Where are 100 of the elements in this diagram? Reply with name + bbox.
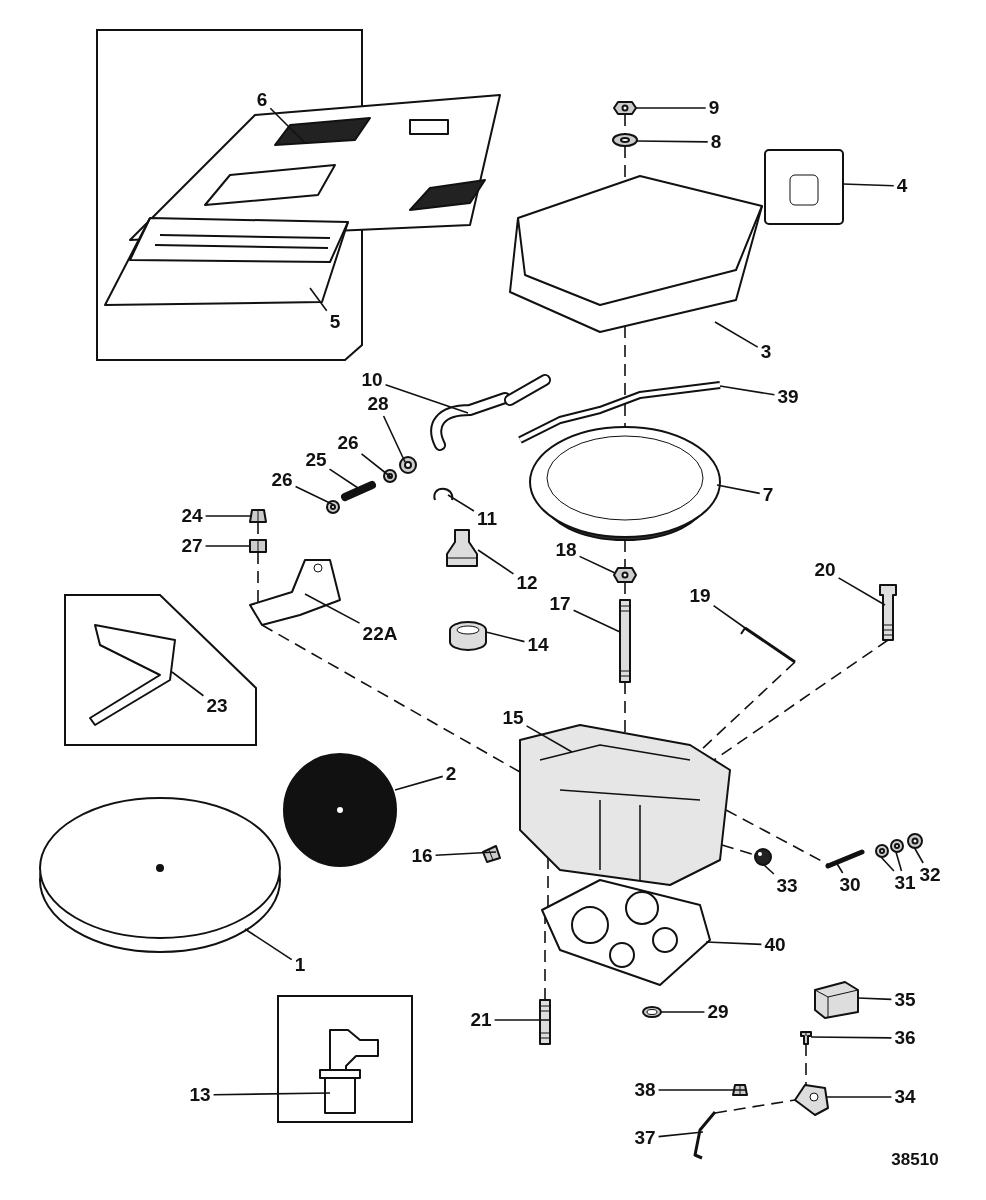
callout-number: 33 xyxy=(775,876,799,896)
callout-number: 35 xyxy=(893,990,917,1010)
nut-drawing xyxy=(249,509,267,523)
callout-number: 34 xyxy=(893,1087,917,1107)
leader-line xyxy=(309,287,328,312)
callout-number: 15 xyxy=(501,708,525,728)
nut-drawing xyxy=(732,1084,748,1096)
leader-line xyxy=(394,775,444,791)
callout-number: 20 xyxy=(813,560,837,580)
alignment-line xyxy=(261,624,521,773)
callout-number: 21 xyxy=(469,1010,493,1030)
leader-line xyxy=(493,1019,551,1021)
bracket-drawing xyxy=(518,381,721,444)
bracket-drawing xyxy=(249,559,341,626)
leader-line xyxy=(825,1096,893,1098)
leader-line xyxy=(714,321,759,348)
leader-line xyxy=(485,631,526,643)
callout-number: 40 xyxy=(763,935,787,955)
leader-line xyxy=(244,928,293,961)
callout-number: 22A xyxy=(361,624,399,644)
callout-number: 26 xyxy=(336,433,360,453)
leader-line xyxy=(477,549,515,575)
leader-line xyxy=(716,484,761,495)
cap-drawing xyxy=(449,621,487,651)
callout-number: 28 xyxy=(366,394,390,414)
leader-line xyxy=(657,1131,704,1138)
leader-line xyxy=(328,468,359,489)
bracket-drawing xyxy=(89,624,176,726)
screw-drawing xyxy=(800,1031,812,1045)
leader-line xyxy=(635,107,707,109)
bolt-drawing xyxy=(879,584,897,641)
hex-nut-drawing xyxy=(613,567,637,583)
callout-number: 38 xyxy=(633,1080,657,1100)
fitting-drawing xyxy=(446,529,478,567)
leader-line xyxy=(835,861,844,874)
alignment-line xyxy=(624,403,626,428)
leader-line xyxy=(660,1011,706,1013)
leader-line xyxy=(705,941,763,946)
callout-number: 24 xyxy=(180,506,204,526)
alignment-line xyxy=(624,681,626,734)
alignment-line xyxy=(805,1043,807,1087)
leader-line xyxy=(810,1036,893,1039)
callout-number: 27 xyxy=(180,536,204,556)
callout-number: 25 xyxy=(304,450,328,470)
stud-drawing xyxy=(619,599,631,683)
clip-drawing xyxy=(433,487,454,501)
alignment-line xyxy=(714,1099,796,1114)
alignment-line xyxy=(725,809,830,866)
callout-number: 14 xyxy=(526,635,550,655)
callout-number: 11 xyxy=(475,509,499,529)
leader-line xyxy=(857,997,893,1001)
leader-line xyxy=(171,671,205,697)
nut-drawing xyxy=(399,456,417,474)
stud-drawing xyxy=(341,481,376,501)
alignment-line xyxy=(713,639,889,761)
nut-drawing xyxy=(907,833,923,849)
callout-number: 12 xyxy=(515,573,539,593)
callout-number: 31 xyxy=(893,873,917,893)
leader-line xyxy=(360,453,393,479)
washer-drawing xyxy=(890,839,904,853)
callout-number: 30 xyxy=(838,875,862,895)
stud-drawing xyxy=(825,849,865,869)
leader-line xyxy=(712,604,749,631)
leader-line xyxy=(304,593,361,624)
decal-drawing xyxy=(764,149,844,225)
washer-drawing xyxy=(612,133,638,147)
gasket-drawing xyxy=(541,879,711,986)
alignment-line xyxy=(547,857,549,908)
leader-line xyxy=(382,415,406,463)
alignment-line xyxy=(624,539,626,569)
leader-line xyxy=(763,864,775,875)
leader-line xyxy=(719,385,776,396)
leader-line xyxy=(269,107,306,144)
alignment-line xyxy=(624,113,626,135)
leader-line xyxy=(384,383,469,414)
stud-drawing xyxy=(539,999,551,1045)
nut-drawing xyxy=(249,539,267,553)
block-drawing xyxy=(814,981,859,1019)
decal-disc-drawing xyxy=(283,753,397,867)
callout-number: 23 xyxy=(205,696,229,716)
cover-disc-drawing xyxy=(39,797,281,953)
elbow-fitting-drawing xyxy=(319,1029,379,1114)
hose-drawing xyxy=(430,374,551,451)
leader-line xyxy=(913,846,924,864)
callout-number: 5 xyxy=(328,312,342,332)
o-ring-drawing xyxy=(642,1006,662,1018)
callout-number: 29 xyxy=(706,1002,730,1022)
leader-line xyxy=(447,494,475,512)
callout-number: 16 xyxy=(410,846,434,866)
leader-line xyxy=(636,140,709,143)
hex-nut-drawing xyxy=(613,101,637,115)
callout-number: 3 xyxy=(759,342,773,362)
callout-number: 13 xyxy=(188,1085,212,1105)
callout-number: 10 xyxy=(360,370,384,390)
leader-line xyxy=(578,555,616,574)
callout-number: 26 xyxy=(270,470,294,490)
clip-drawing xyxy=(693,1111,717,1160)
leader-line xyxy=(895,851,903,872)
air-filter-drawing xyxy=(529,426,721,541)
leader-line xyxy=(657,1089,746,1091)
